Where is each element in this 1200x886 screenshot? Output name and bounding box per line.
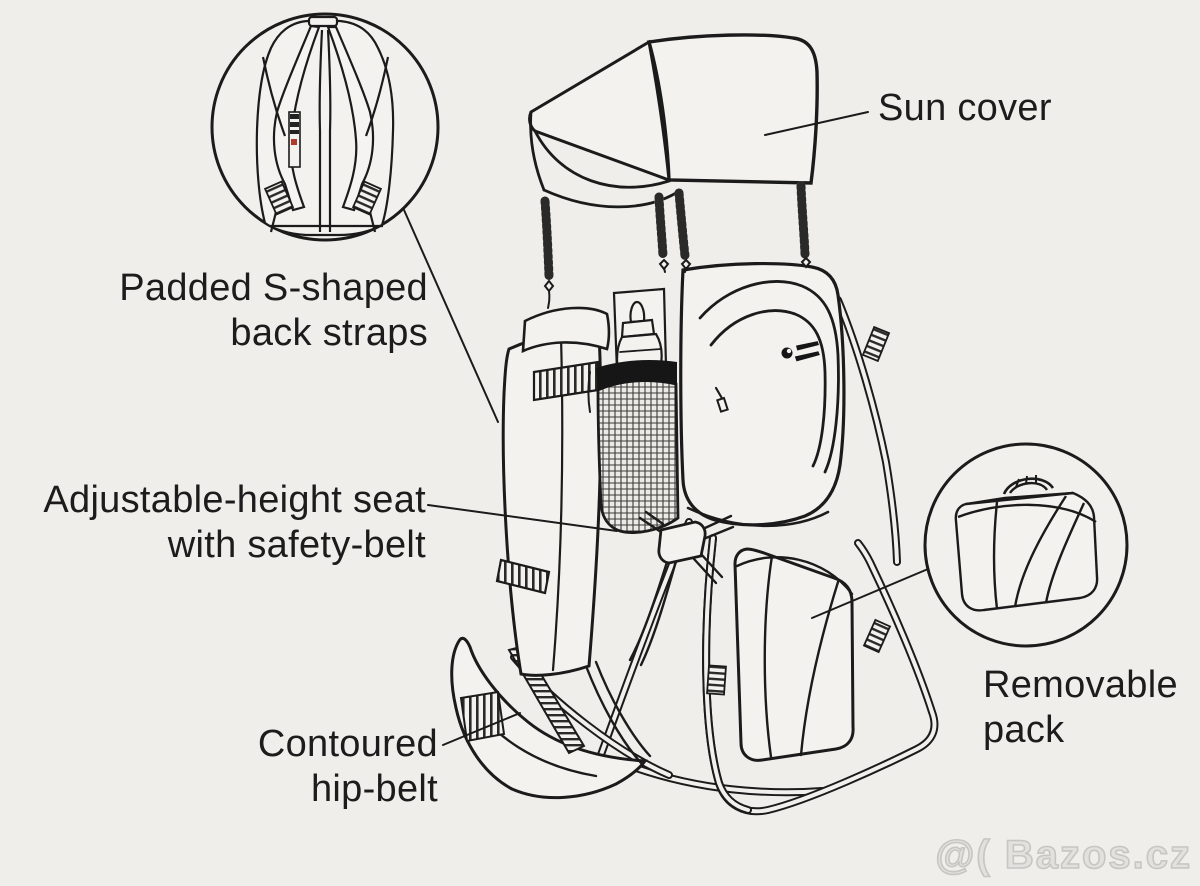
kid-seat-buckle xyxy=(628,510,735,667)
carrier-main-drawing xyxy=(403,33,939,816)
callout-back-straps: Padded S-shaped back straps xyxy=(78,266,428,356)
callout-hip-belt-line2: hip-belt xyxy=(310,768,438,810)
callout-hip-belt-line1: Contoured xyxy=(257,723,438,765)
sun-cover-canopy xyxy=(528,33,819,209)
callout-removable-pack-line1: Removable xyxy=(983,664,1178,706)
removable-pack-inset-circle xyxy=(923,442,1129,648)
mesh-bottle-pocket xyxy=(587,287,680,534)
watermark: @( Bazos.cz xyxy=(935,832,1192,878)
rear-stay-tube xyxy=(834,296,901,566)
removable-pack xyxy=(733,547,855,762)
callout-seat: Adjustable-height seat with safety-belt xyxy=(22,478,426,568)
callout-seat-line1: Adjustable-height seat xyxy=(43,479,426,521)
side-pocket xyxy=(495,306,611,677)
leader-back-straps xyxy=(403,209,499,423)
canopy-straps xyxy=(540,181,812,309)
callout-seat-line2: with safety-belt xyxy=(167,524,426,566)
callout-back-straps-line2: back straps xyxy=(230,312,428,354)
leader-lines xyxy=(403,111,929,746)
leader-removable-pack xyxy=(811,568,929,619)
brand-logo-icon xyxy=(781,341,820,362)
kickstand-front-leg xyxy=(702,534,752,814)
mesh-top-band xyxy=(596,360,677,391)
callout-sun-cover-label: Sun cover xyxy=(878,87,1052,129)
red-accent-dot xyxy=(291,139,297,145)
back-straps-inset-circle xyxy=(210,12,440,242)
callout-hip-belt: Contoured hip-belt xyxy=(230,722,438,812)
callout-sun-cover: Sun cover xyxy=(878,86,1052,131)
callout-removable-pack: Removable pack xyxy=(983,663,1178,753)
back-view-illustration xyxy=(255,15,395,237)
leader-hip-belt xyxy=(442,712,521,746)
callout-removable-pack-line2: pack xyxy=(983,709,1065,751)
pack-inset-illustration xyxy=(954,475,1099,612)
leader-seat xyxy=(427,504,618,532)
main-pack xyxy=(679,261,846,528)
leader-sun-cover xyxy=(764,111,869,136)
callout-back-straps-line1: Padded S-shaped xyxy=(119,267,428,309)
